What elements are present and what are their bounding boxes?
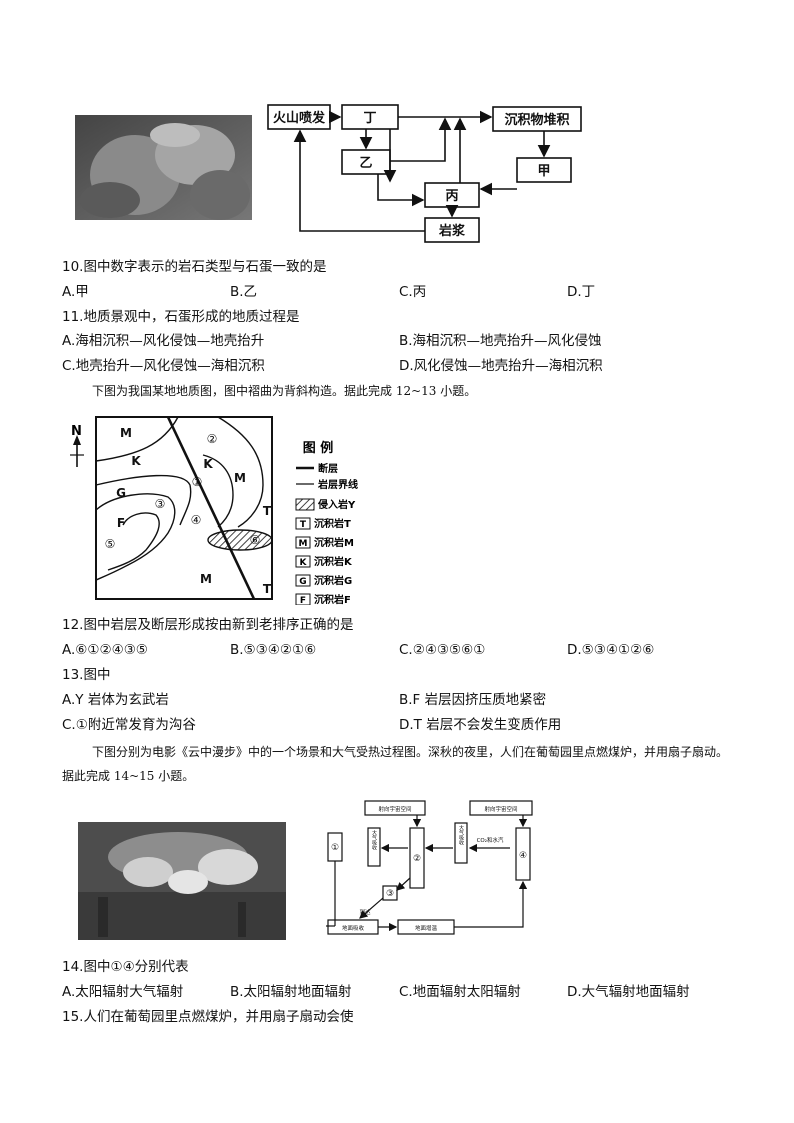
q11-option-b[interactable]: B.海相沉积—地壳抬升—风化侵蚀 (399, 333, 602, 349)
q12-option-a[interactable]: A.⑥①②④③⑤ (62, 642, 148, 658)
marker-heat-1: ① (331, 843, 339, 853)
q14-option-a[interactable]: A.太阳辐射大气辐射 (62, 984, 184, 1000)
q11-option-c[interactable]: C.地壳抬升—风化侵蚀—海相沉积 (62, 358, 265, 374)
q14-option-d[interactable]: D.大气辐射地面辐射 (567, 984, 690, 1000)
q11-option-d[interactable]: D.风化侵蚀—地壳抬升—海相沉积 (399, 358, 603, 374)
legend-f: 沉积岩F (314, 593, 351, 605)
reach-label: 到达 (359, 908, 371, 916)
marker-1: ① (192, 475, 203, 489)
q10-option-b[interactable]: B.乙 (230, 284, 258, 300)
q13-option-b[interactable]: B.F 岩层因挤压质地紧密 (399, 692, 547, 708)
legend-k: 沉积岩K (314, 555, 353, 568)
q12-option-d[interactable]: D.⑤③④①②⑥ (567, 642, 655, 658)
legend-key-f: F (300, 596, 306, 605)
atm-absorb-label-2: 大气吸收 (458, 824, 464, 846)
legend-key-t: T (300, 520, 307, 530)
q11-stem: 11.地质景观中，石蛋形成的地质过程是 (62, 309, 300, 325)
q14-option-b[interactable]: B.太阳辐射地面辐射 (230, 984, 352, 1000)
marker-3: ③ (155, 497, 166, 511)
stratum-m-1: M (120, 426, 132, 440)
legend-key-m: M (299, 539, 308, 549)
legend-m: 沉积岩M (314, 536, 354, 549)
bing-box: 丙 (445, 189, 458, 204)
sediment-box: 沉积物堆积 (504, 112, 569, 128)
space-label-1: 射向宇宙空间 (378, 805, 411, 813)
marker-2: ② (207, 432, 218, 446)
legend-key-k: K (300, 558, 308, 568)
stratum-m-3: M (200, 572, 212, 586)
ding-box: 丁 (363, 111, 376, 126)
q13-option-c[interactable]: C.①附近常发育为沟谷 (62, 717, 196, 733)
q10-option-c[interactable]: C.丙 (399, 284, 427, 300)
marker-4: ④ (191, 513, 202, 527)
q10-option-a[interactable]: A.甲 (62, 284, 89, 300)
stratum-t-2: T (263, 582, 272, 596)
ground-warm-label: 地面增温 (415, 924, 438, 932)
q10-stem: 10.图中数字表示的岩石类型与石蛋一致的是 (62, 259, 327, 275)
legend-key-g: G (299, 577, 306, 587)
q15-stem: 15.人们在葡萄园里点燃煤炉，并用扇子扇动会使 (62, 1009, 354, 1025)
marker-heat-4: ④ (519, 851, 527, 861)
film-scene-image (78, 822, 286, 940)
q14-option-c[interactable]: C.地面辐射太阳辐射 (399, 984, 521, 1000)
marker-6: ⑥ (250, 533, 261, 547)
co2-label: CO₂和水汽 (477, 836, 504, 844)
q12-option-b[interactable]: B.⑤③④②①⑥ (230, 642, 317, 658)
marker-heat-3: ③ (386, 889, 394, 899)
atmospheric-heating-diagram: 射向宇宙空间 射向宇宙空间 地面吸收 地面增温 CO₂和水汽 到达 大气吸收 大… (326, 800, 533, 935)
space-label-2: 射向宇宙空间 (484, 805, 517, 813)
stone-egg-photo-image (75, 115, 252, 220)
rock-cycle-diagram: 火山喷发 丁 沉积物堆积 乙 甲 丙 岩浆 (267, 104, 582, 243)
marker-5: ⑤ (105, 537, 116, 551)
magma-box: 岩浆 (438, 223, 466, 239)
intrusion-y (207, 529, 273, 551)
q12-stem: 12.图中岩层及断层形成按由新到老排序正确的是 (62, 617, 354, 633)
legend-fault: 断层 (318, 462, 338, 475)
stratum-t-1: T (263, 504, 272, 518)
jia-box: 甲 (537, 164, 550, 179)
stratum-k-2: K (203, 457, 213, 471)
ground-absorb-label: 地面吸收 (342, 924, 365, 932)
atm-absorb-label: 大气吸收 (371, 829, 377, 851)
q12-option-c[interactable]: C.②④③⑤⑥① (399, 642, 486, 658)
marker-heat-2: ② (413, 854, 421, 864)
legend-g: 沉积岩G (314, 574, 352, 587)
stratum-m-2: M (234, 471, 246, 485)
map-legend: 图 例 T M K G F 断层 岩层界线 侵入岩Y 沉积岩T 沉积岩M 沉积岩… (295, 440, 358, 605)
north-label: N (71, 424, 82, 439)
q13-option-a[interactable]: A.Y 岩体为玄武岩 (62, 692, 169, 708)
q14-stem: 14.图中①④分别代表 (62, 959, 189, 975)
stone-egg-photo (75, 115, 252, 220)
north-arrow-icon (70, 435, 84, 467)
stratum-g: G (116, 486, 126, 500)
stratum-k-1: K (131, 454, 141, 468)
q11-option-a[interactable]: A.海相沉积—风化侵蚀—地壳抬升 (62, 333, 265, 349)
q10-option-d[interactable]: D.丁 (567, 284, 596, 300)
q13-option-d[interactable]: D.T 岩层不会发生变质作用 (399, 717, 562, 733)
intro-12-13: 下图为我国某地地质图，图中褶曲为背斜构造。据此完成 12~13 小题。 (92, 384, 477, 398)
legend-t: 沉积岩T (314, 517, 351, 530)
stratum-f: F (117, 516, 125, 530)
geological-map: N M K K M G F T M T ② ① ③ ④ ⑤ ⑥ 图 例 (70, 416, 358, 605)
legend-title: 图 例 (303, 440, 334, 456)
q13-stem: 13.图中 (62, 667, 111, 683)
legend-intrusion: 侵入岩Y (317, 498, 356, 511)
intro-14-15: 下图分别为电影《云中漫步》中的一个场景和大气受热过程图。深秋的夜里，人们在葡萄园… (62, 745, 729, 783)
volcano-box: 火山喷发 (273, 110, 326, 126)
legend-boundary: 岩层界线 (317, 478, 358, 491)
film-scene-photo (78, 822, 286, 940)
yi-box: 乙 (359, 156, 372, 171)
